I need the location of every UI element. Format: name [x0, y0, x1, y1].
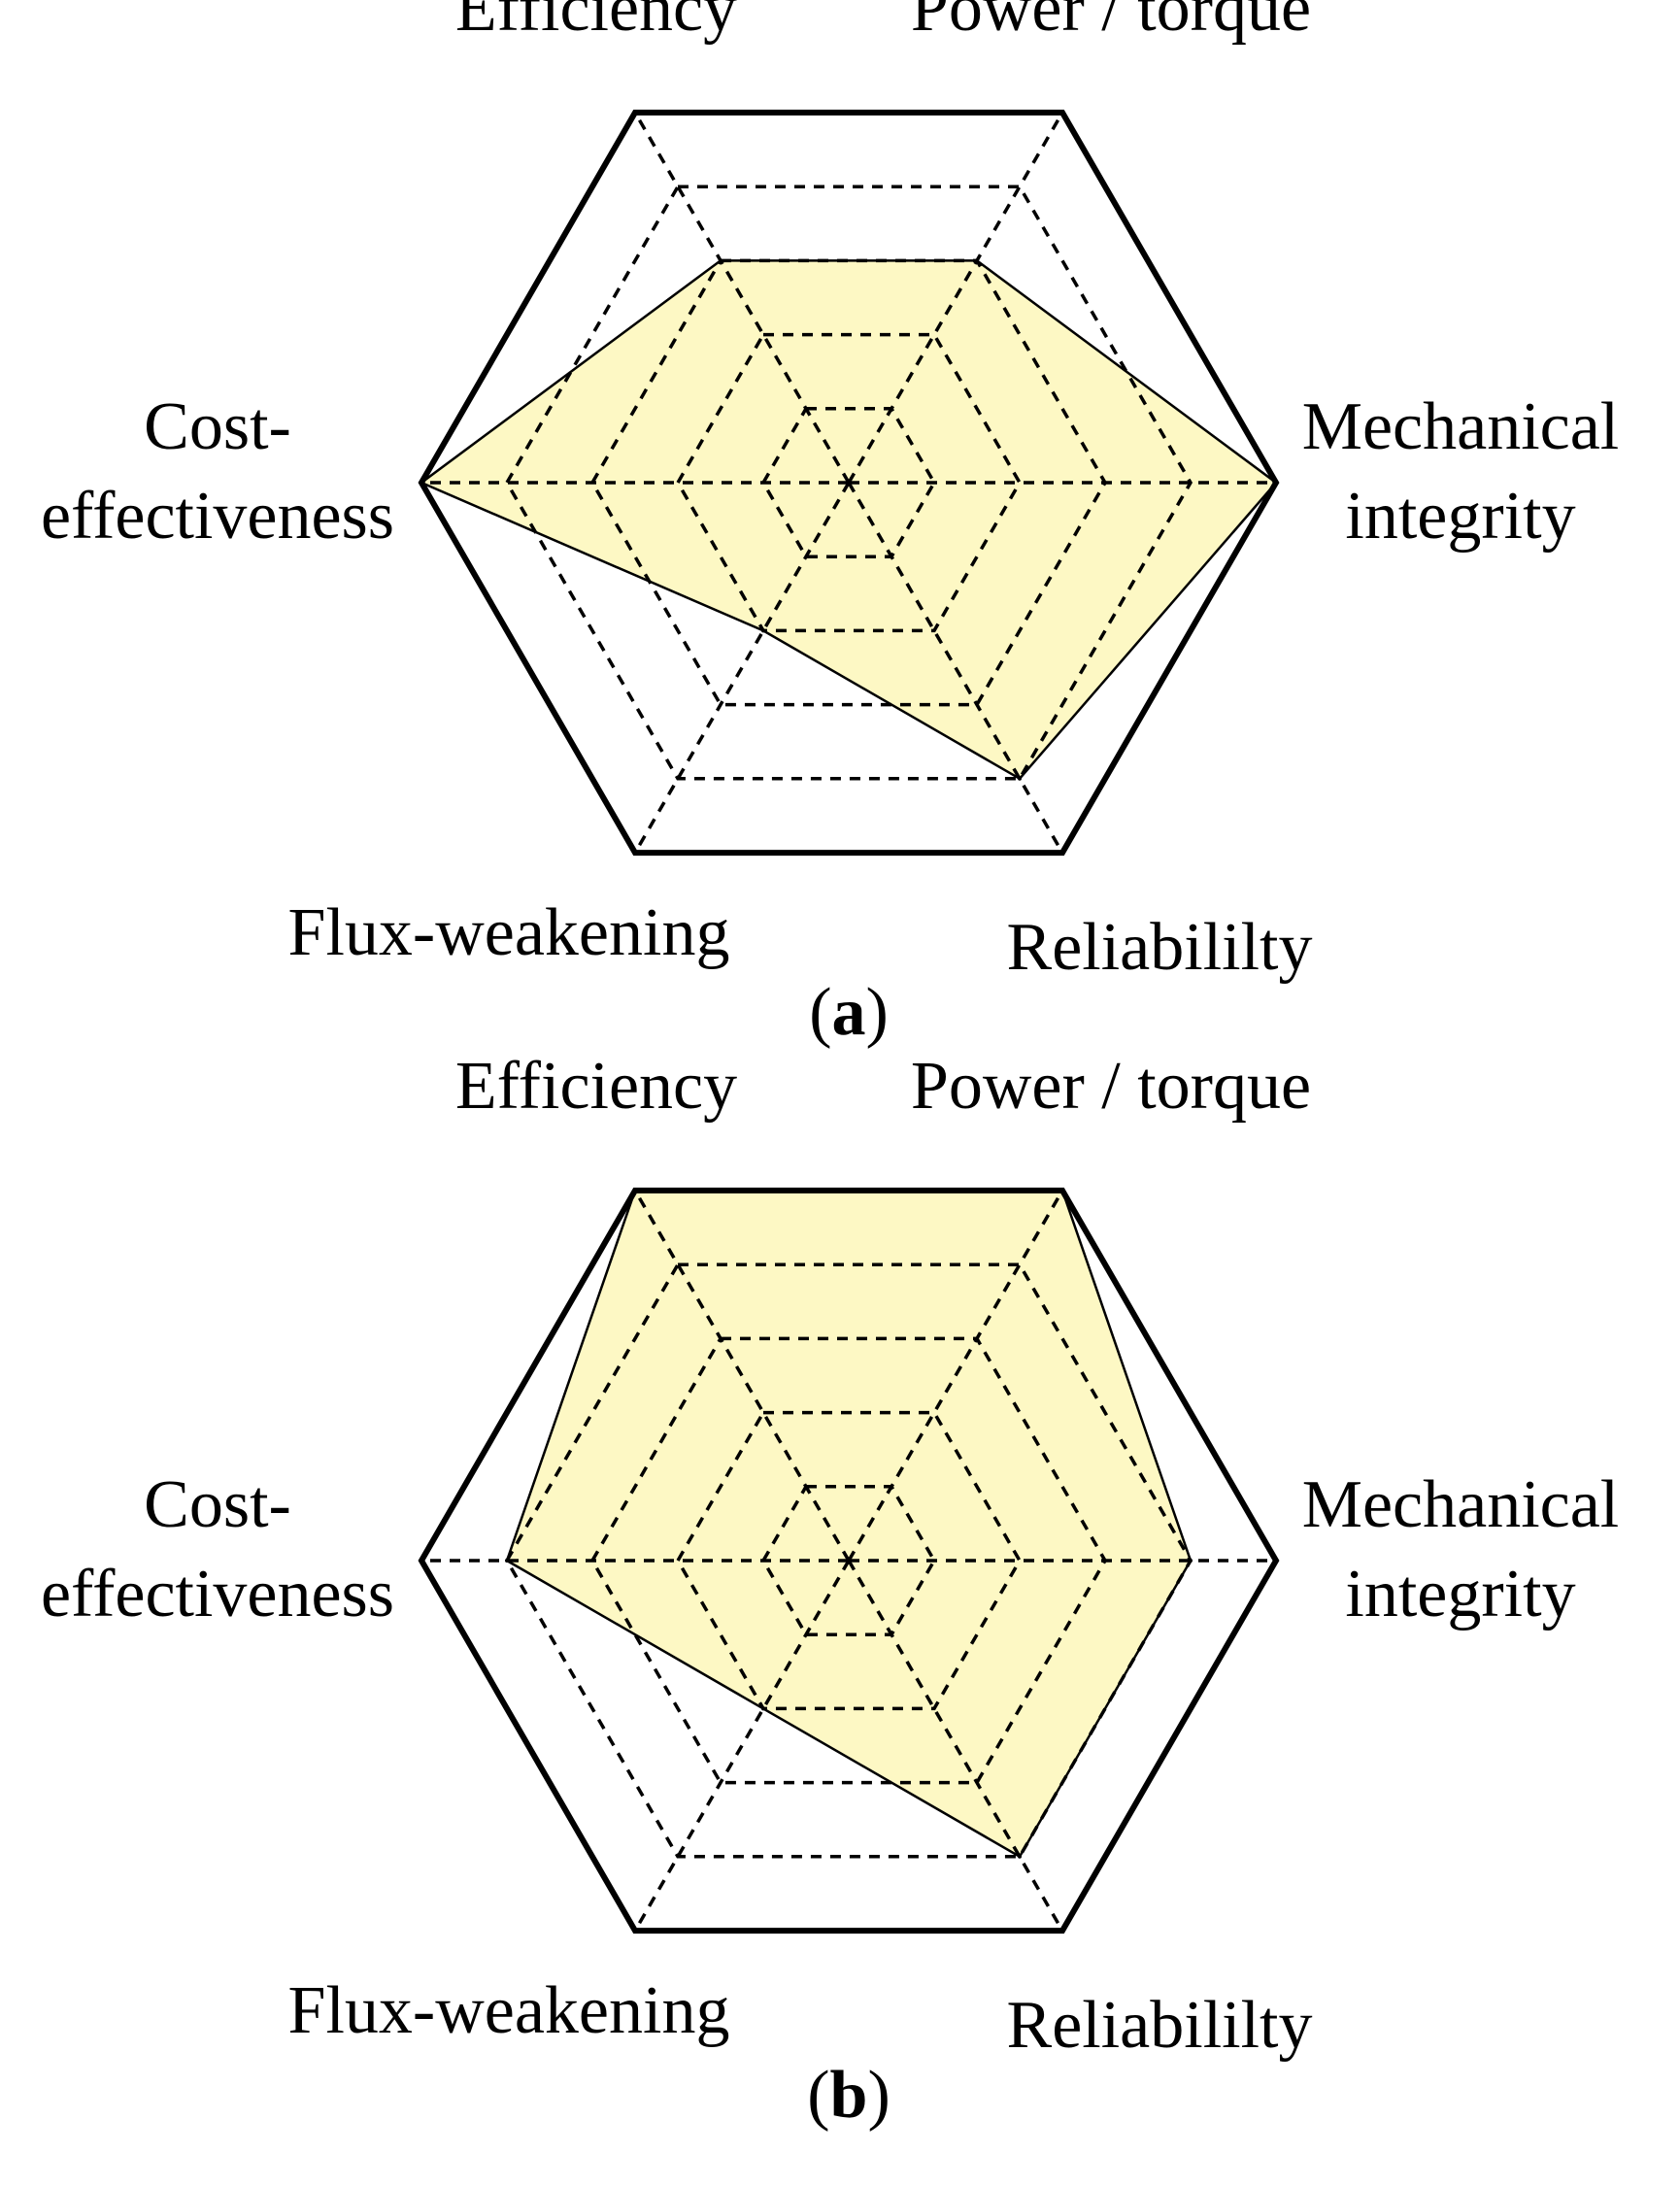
axis-label: Power / torque — [911, 1049, 1311, 1124]
data-point — [719, 258, 722, 263]
data-point — [1060, 1188, 1064, 1193]
axis-label-line: Cost- — [144, 1467, 291, 1542]
axis-spoke — [847, 1560, 1064, 1932]
axis-label-line: Efficiency — [455, 1049, 737, 1124]
axis-spoke — [847, 112, 1064, 484]
grid-ring — [675, 332, 1023, 633]
caption-paren: ) — [867, 2058, 890, 2133]
axis-label-line: Mechanical — [1302, 389, 1619, 464]
axis-label-line: Flux-weakening — [288, 1973, 730, 2048]
axis-label: Cost-effectiveness — [41, 1467, 394, 1631]
axis-spoke — [847, 482, 1064, 854]
axis-label-line: Power / torque — [911, 1049, 1311, 1124]
panel-caption: (a) — [809, 975, 889, 1050]
caption-paren: ( — [809, 975, 831, 1050]
axis-label-line: Mechanical — [1302, 1467, 1619, 1542]
panel-caption: (b) — [807, 2058, 890, 2133]
axis-spoke — [633, 112, 851, 484]
data-point — [420, 481, 423, 485]
axis-label-line: Cost- — [144, 389, 291, 464]
axis-label-line: Reliabililty — [1007, 1988, 1313, 2063]
data-point — [761, 628, 765, 633]
data-point — [633, 1188, 637, 1193]
axis-label-line: Efficiency — [455, 0, 737, 46]
axis-label-line: effectiveness — [41, 1557, 394, 1631]
data-point — [975, 258, 979, 263]
axis-label: Flux-weakening — [288, 895, 730, 970]
axis-spoke — [633, 482, 851, 854]
axis-label-line: integrity — [1345, 479, 1575, 554]
axis-spoke — [633, 1560, 851, 1932]
grid-ring — [675, 1410, 1023, 1711]
axis-label: Power / torque — [911, 0, 1311, 46]
axis-label: Mechanical integrity — [1302, 389, 1619, 554]
caption-paren: ) — [866, 975, 889, 1050]
data-point — [761, 1706, 765, 1711]
data-point — [1018, 776, 1022, 781]
axis-label: Flux-weakening — [288, 1973, 730, 2048]
axis-spoke — [847, 1190, 1064, 1562]
axis-label: Reliabililty — [1007, 1988, 1313, 2063]
axis-label-line: integrity — [1345, 1557, 1575, 1631]
caption-paren: ( — [807, 2058, 829, 2133]
caption-letter: b — [830, 2058, 868, 2133]
axis-label: Reliabililty — [1007, 910, 1313, 985]
data-point — [505, 1559, 509, 1563]
axis-spoke — [633, 1190, 851, 1562]
axis-label-line: effectiveness — [41, 479, 394, 554]
axis-label: Efficiency — [455, 1049, 737, 1124]
axis-label-line: Reliabililty — [1007, 910, 1313, 985]
axis-label: Mechanical integrity — [1302, 1467, 1619, 1631]
data-point — [1018, 1854, 1022, 1859]
axis-label: Cost-effectiveness — [41, 389, 394, 554]
axis-label: Efficiency — [455, 0, 737, 46]
data-point — [1189, 1559, 1193, 1563]
axis-label-line: Power / torque — [911, 0, 1311, 46]
axis-label-line: Flux-weakening — [288, 895, 730, 970]
caption-letter: a — [832, 975, 866, 1050]
data-point — [1274, 481, 1278, 485]
